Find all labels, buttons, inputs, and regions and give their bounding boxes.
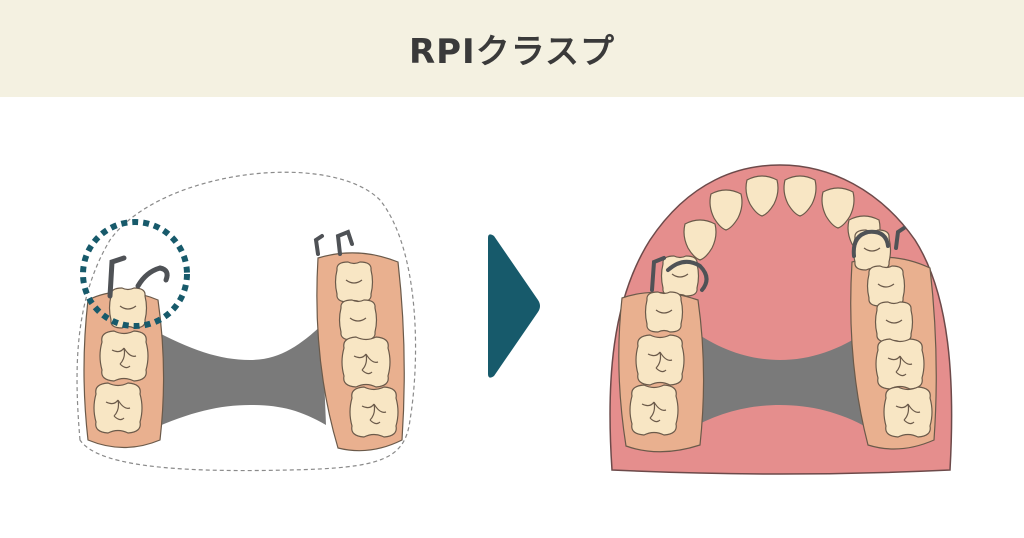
diagram-stage (0, 97, 1024, 538)
rpi-clasp-left (650, 256, 709, 292)
clasp-highlight-circle (80, 219, 190, 329)
rpi-clasp-left (107, 255, 170, 299)
tooth (99, 330, 149, 382)
arch-dashed-outline (76, 171, 417, 472)
metal-major-connector (692, 330, 868, 428)
tooth (349, 386, 399, 438)
metal-major-connector (150, 325, 326, 430)
tooth (629, 384, 679, 436)
tooth (93, 382, 143, 434)
tooth (341, 336, 391, 388)
denture-in-mouth-right (609, 164, 953, 475)
page-title: RPIクラスプ (408, 32, 616, 72)
rpi-clasp-right (313, 229, 354, 256)
tooth (338, 299, 378, 341)
tooth (334, 261, 374, 303)
rpi-clasp-diagram (76, 164, 953, 475)
partial-denture-left (76, 171, 417, 472)
tooth (883, 386, 933, 438)
tooth (874, 301, 914, 343)
rpi-clasp-right (851, 226, 906, 258)
title-banner: RPIクラスプ (0, 0, 1024, 97)
tooth (866, 265, 906, 307)
play-triangle-icon (488, 234, 540, 378)
tooth (644, 291, 684, 333)
tooth (635, 334, 685, 386)
tooth (875, 338, 925, 390)
